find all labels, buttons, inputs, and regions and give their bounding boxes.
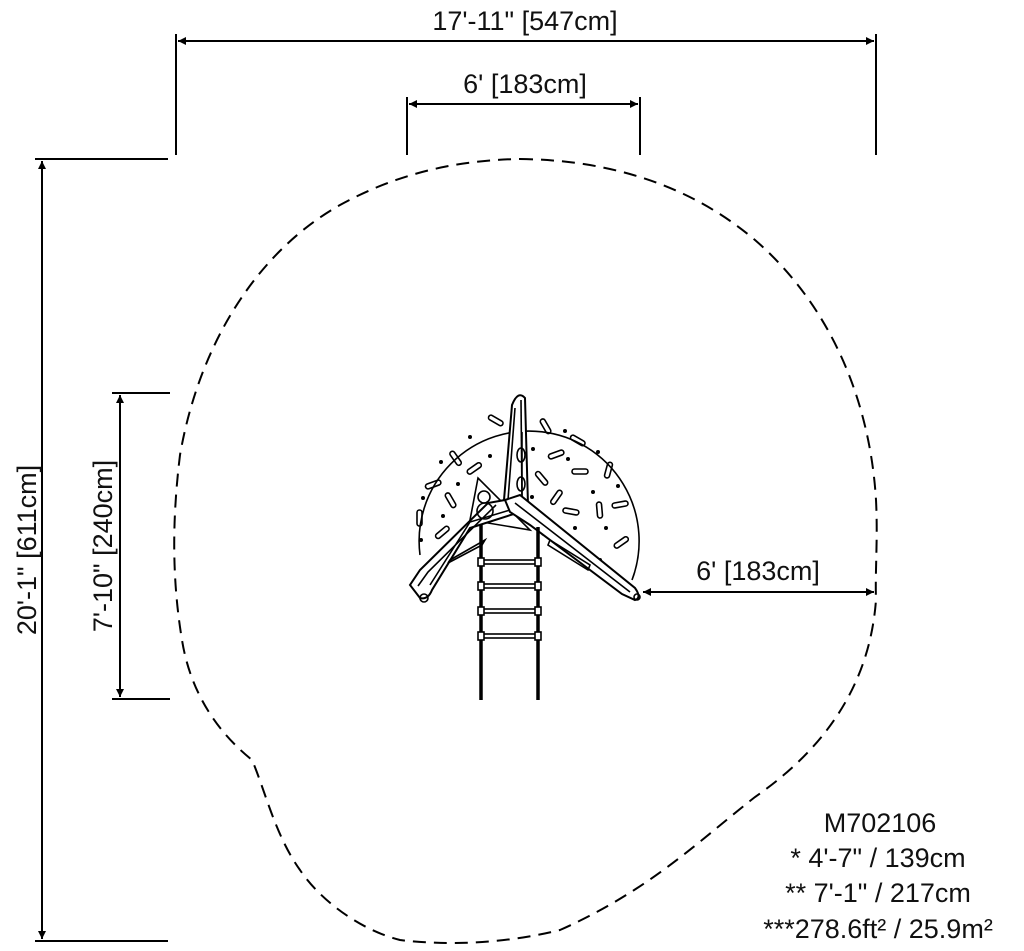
overall-depth-dimension: 20'-1" [611cm]	[12, 158, 168, 942]
model-number: M702106	[824, 808, 937, 838]
slide-exit-clearance-dimension: 6' [183cm]	[643, 556, 874, 596]
overall-width-label: 17'-11" [547cm]	[432, 6, 617, 36]
playground-structure	[408, 394, 641, 700]
spec-block: M702106 * 4'-7" / 139cm ** 7'-1" / 217cm…	[763, 808, 993, 944]
max-height-spec: ** 7'-1" / 217cm	[785, 878, 971, 908]
equipment-depth-label: 7'-10" [240cm]	[88, 460, 118, 632]
top-clearance-label: 6' [183cm]	[463, 69, 587, 99]
ladder	[477, 525, 542, 700]
left-slide	[408, 498, 523, 603]
center-slide	[502, 394, 530, 507]
overall-width-dimension: 17'-11" [547cm]	[175, 6, 877, 155]
slide-exit-clearance-label: 6' [183cm]	[696, 556, 820, 586]
top-clearance-dimension: 6' [183cm]	[406, 69, 641, 155]
right-slide	[503, 493, 641, 602]
equipment-depth-dimension: 7'-10" [240cm]	[88, 392, 170, 700]
use-zone-area-spec: ***278.6ft² / 25.9m²	[763, 914, 993, 944]
overall-depth-label: 20'-1" [611cm]	[12, 465, 42, 635]
circular-climbing-panel	[416, 414, 640, 581]
fall-height-spec: * 4'-7" / 139cm	[790, 843, 965, 873]
use-zone-boundary	[173, 157, 878, 944]
